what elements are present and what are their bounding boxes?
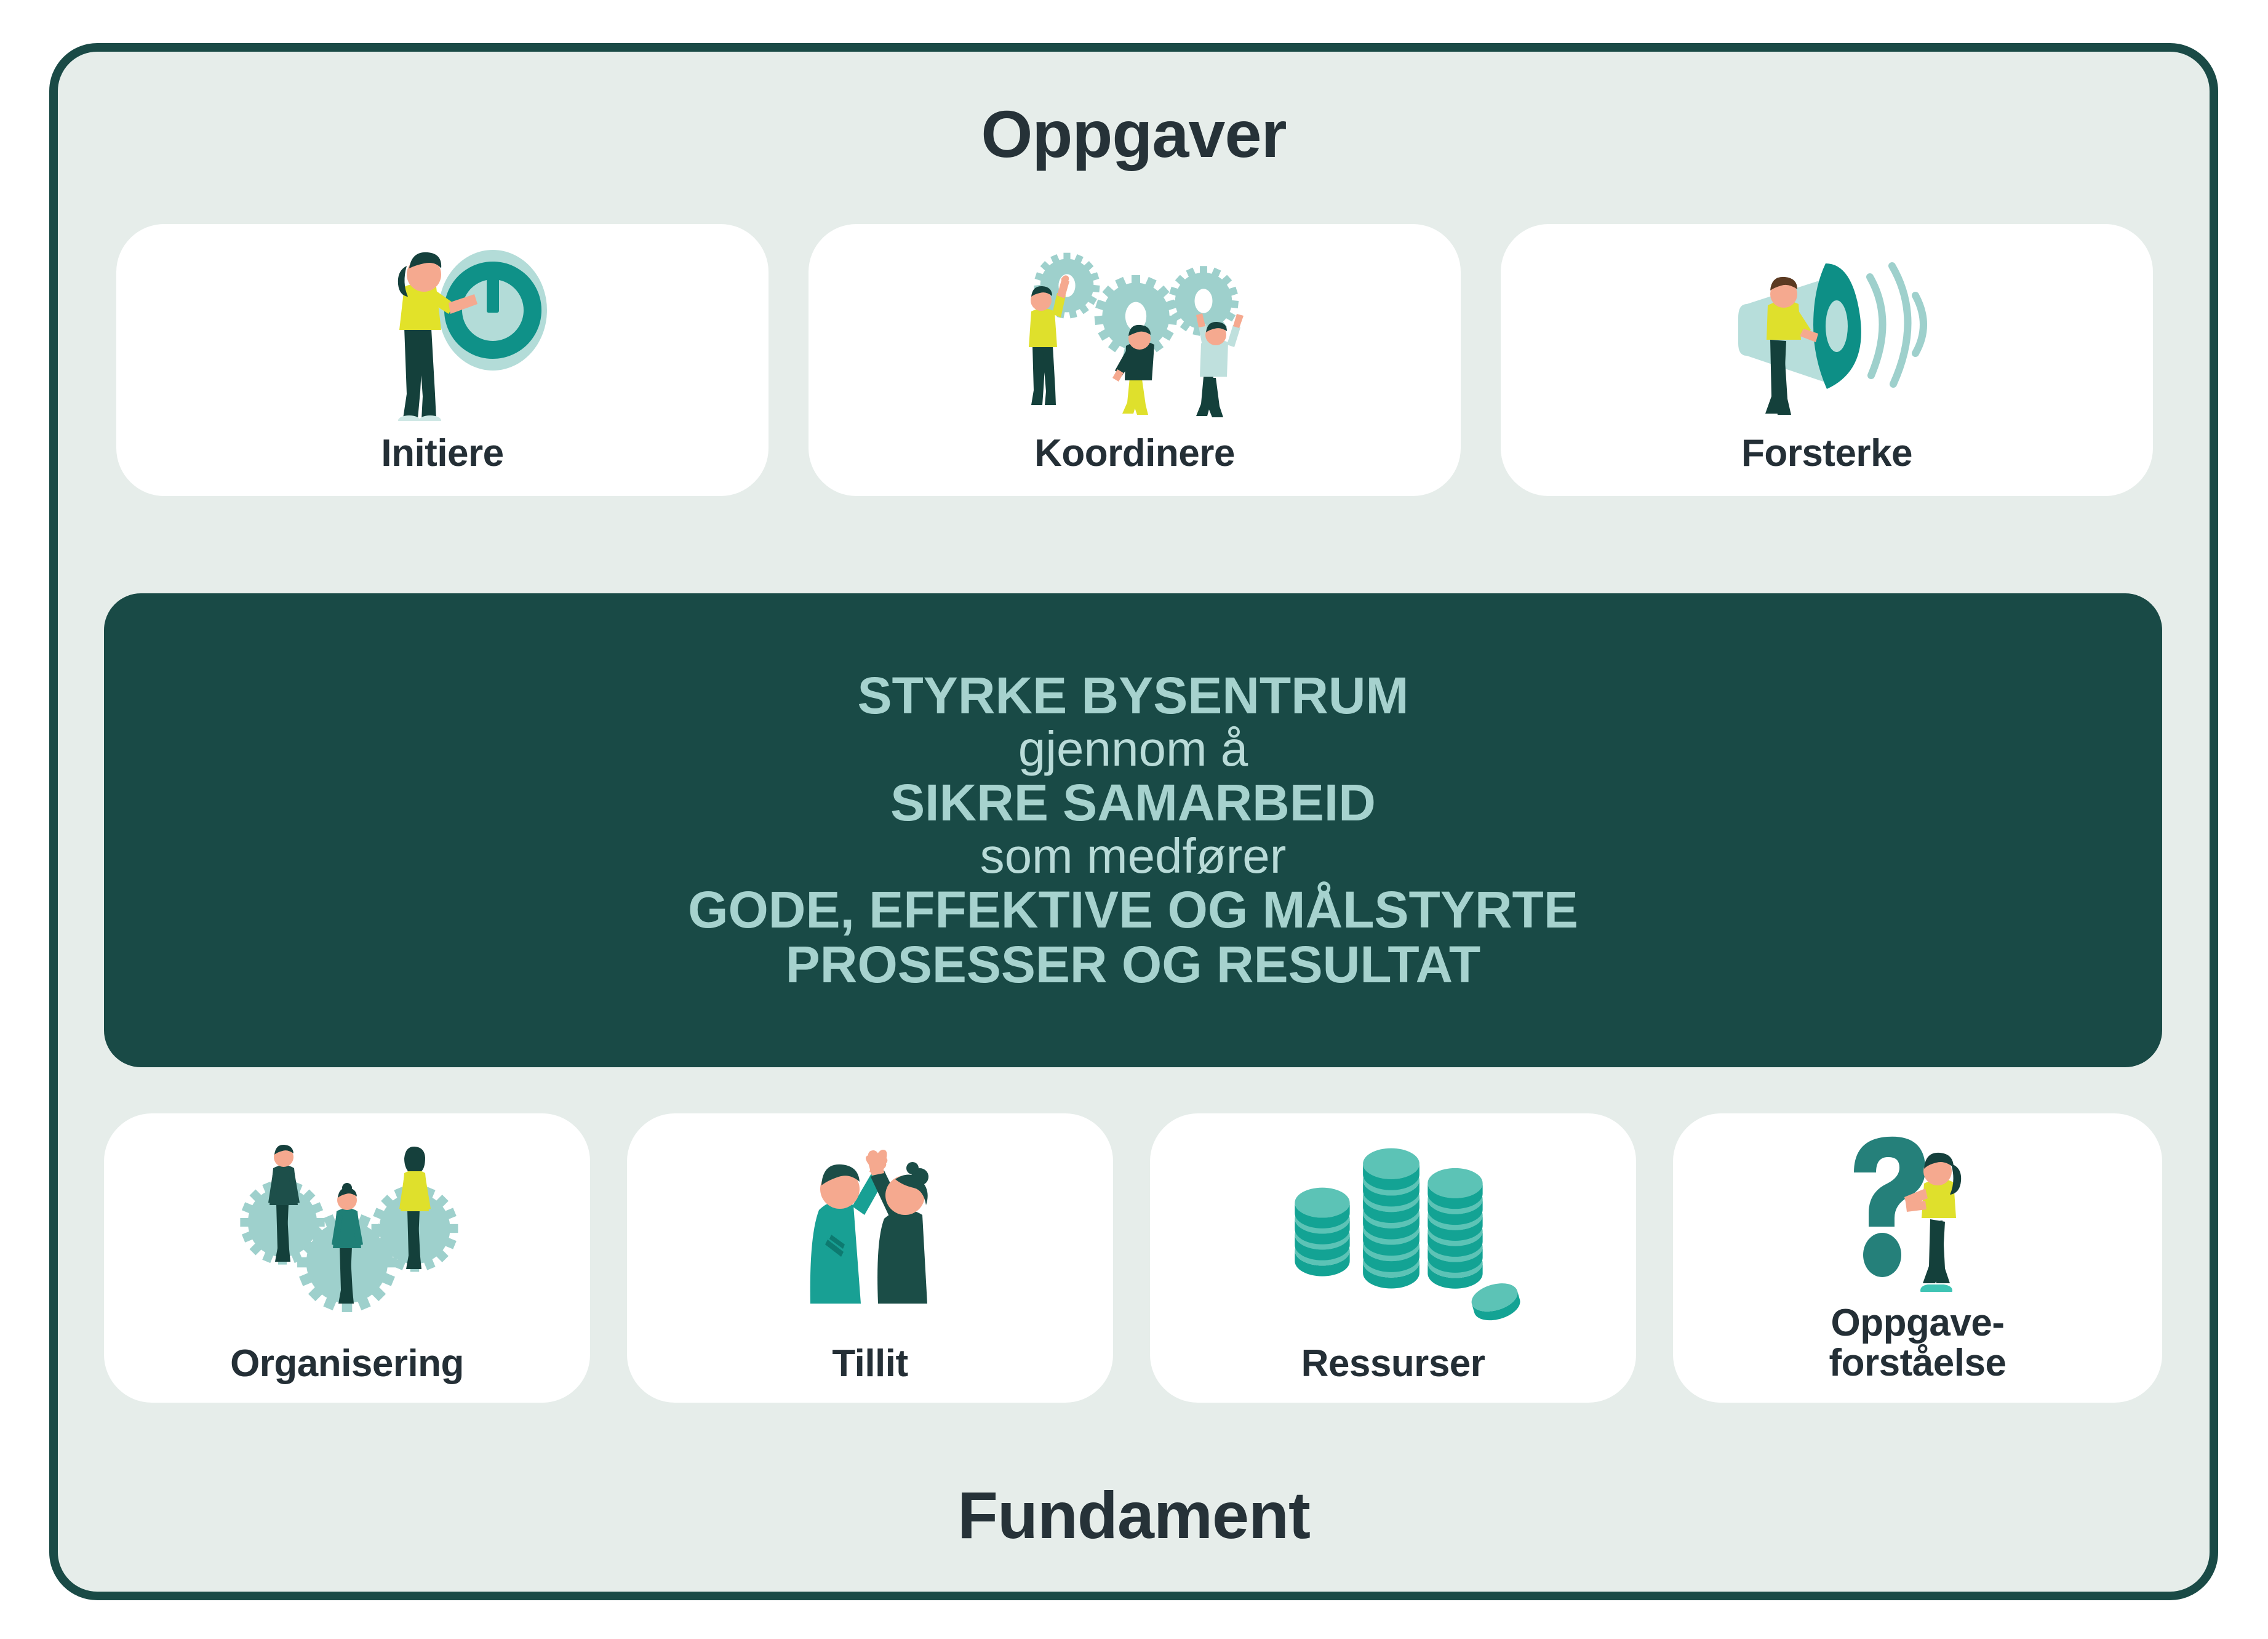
page-title-oppgaver: Oppgaver	[981, 97, 1287, 171]
statement-line-2: gjennom å	[1018, 721, 1248, 777]
coin-stacks-icon	[1150, 1113, 1636, 1344]
question-mark-icon	[1673, 1113, 2162, 1304]
task-card-label: Forsterke	[1741, 431, 1913, 475]
foundation-card-task-understanding[interactable]: Oppgave- forståelse	[1673, 1113, 2162, 1403]
high-five-icon	[627, 1113, 1113, 1344]
gears-teamwork-icon	[809, 224, 1461, 434]
foundation-card-label: Ressurser	[1301, 1342, 1485, 1385]
statement-line-3: SIKRE SAMARBEID	[890, 773, 1376, 832]
statement-line-4: som medfører	[980, 828, 1287, 883]
statement-line-1: STYRKE BYSENTRUM	[857, 667, 1409, 725]
foundation-card-organisering[interactable]: Organisering	[104, 1113, 590, 1403]
center-statement-panel: STYRKE BYSENTRUM gjennom å SIKRE SAMARBE…	[104, 593, 2162, 1067]
page-title-fundament: Fundament	[957, 1478, 1311, 1552]
megaphone-icon	[1501, 224, 2153, 434]
foundation-card-coins[interactable]: Ressurser	[1150, 1113, 1636, 1403]
statement-line-6: PROSESSER OG RESULTAT	[785, 935, 1481, 993]
foundation-card-label: Organisering	[230, 1342, 464, 1385]
foundation-card-label: Oppgave- forståelse	[1829, 1302, 2006, 1384]
task-card-label: Koordinere	[1034, 431, 1235, 475]
foundation-card-tillit[interactable]: Tillit	[627, 1113, 1113, 1403]
foundation-card-label: Tillit	[832, 1342, 908, 1385]
people-on-gears-icon	[104, 1113, 590, 1344]
task-card-forsterke[interactable]: Forsterke	[1501, 224, 2153, 496]
task-card-label: Initiere	[381, 431, 504, 475]
diagram-frame: Oppgaver	[49, 43, 2218, 1600]
statement-line-5: GODE, EFFEKTIVE OG MÅLSTYRTE	[688, 880, 1578, 939]
task-card-koordinere[interactable]: Koordinere	[809, 224, 1461, 496]
task-card-initiere[interactable]: Initiere	[116, 224, 769, 496]
power-button-icon	[116, 224, 769, 434]
